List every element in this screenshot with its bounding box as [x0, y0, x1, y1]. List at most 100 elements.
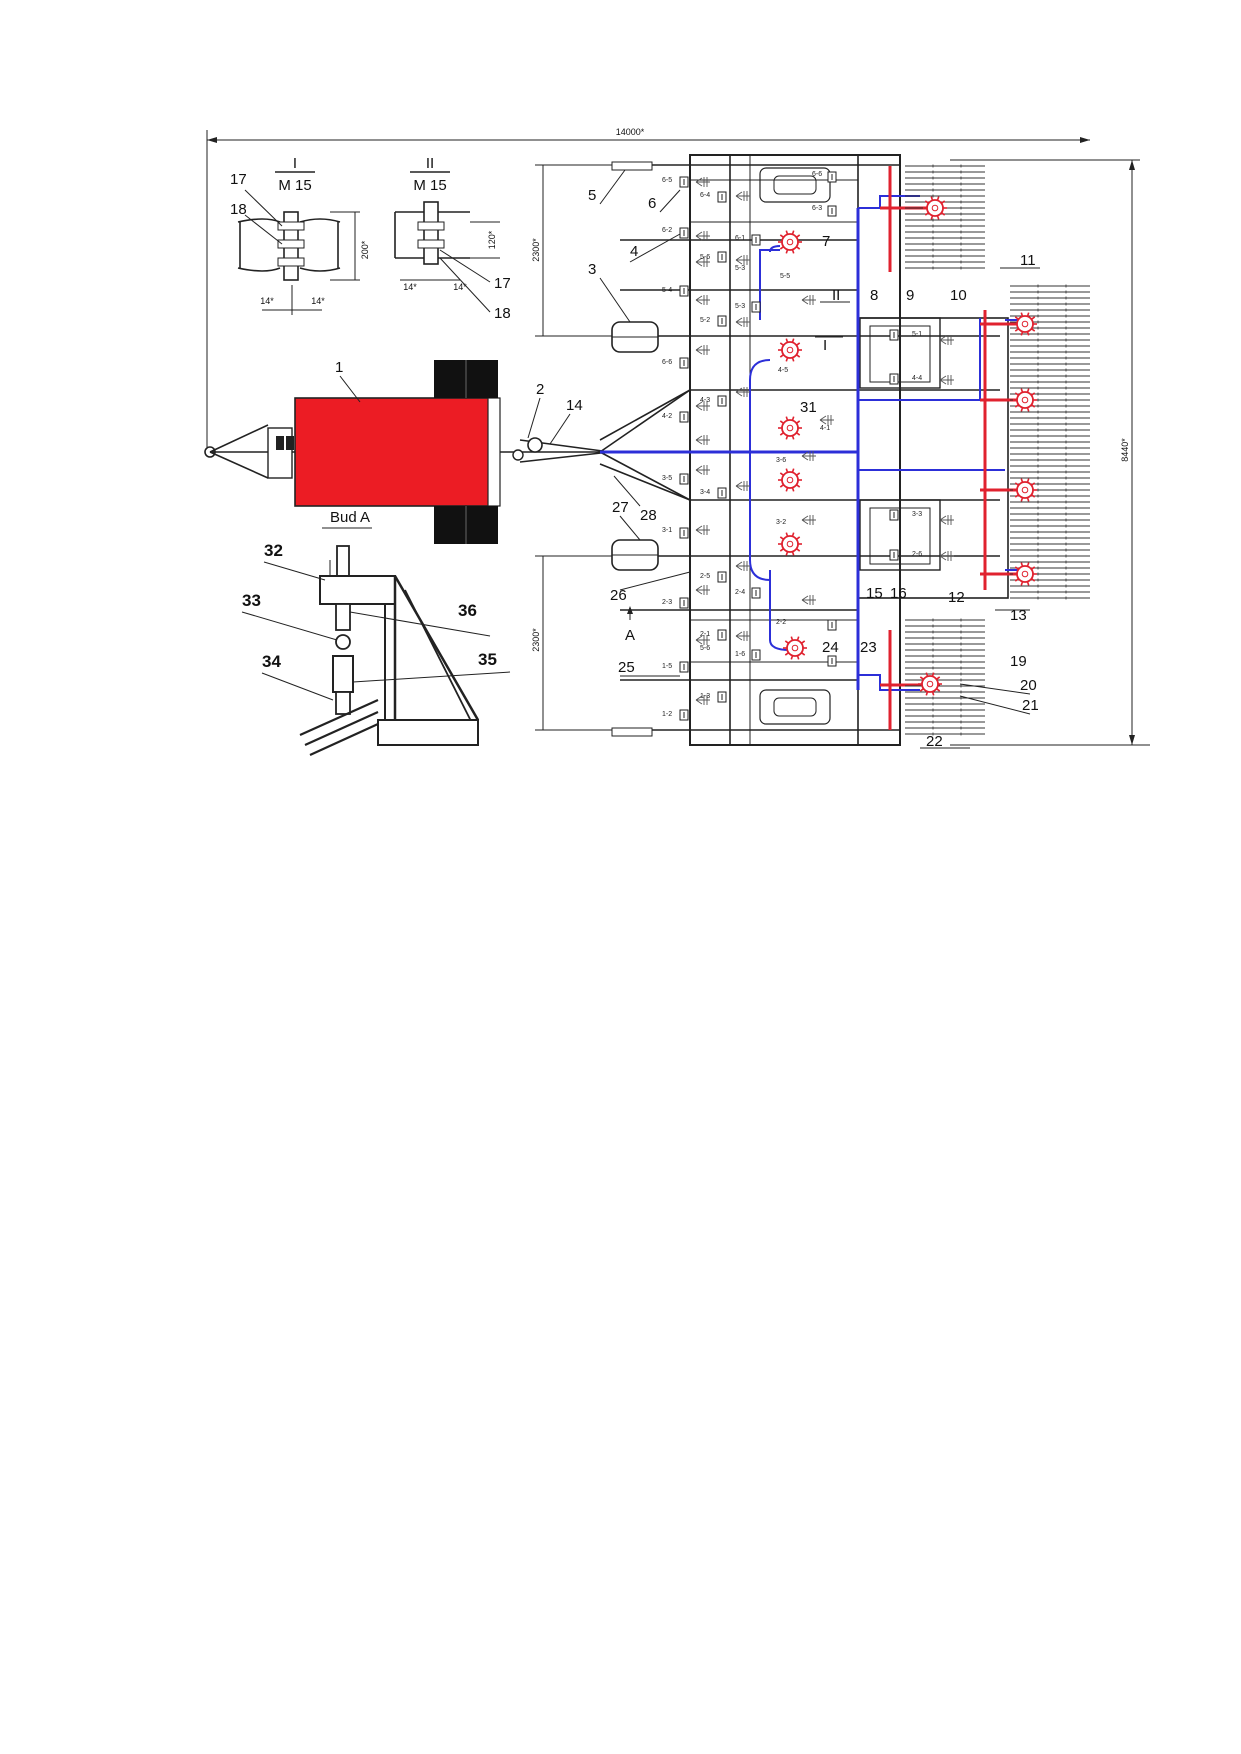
rotor-tooth [779, 472, 784, 476]
callout-6: 6 [648, 195, 656, 212]
rotor-hub [786, 346, 794, 354]
callout-11: 11 [1020, 252, 1036, 269]
rotor-tooth [791, 230, 795, 235]
unit-1-3: 1-3 [700, 693, 710, 700]
rotor-tooth [1020, 478, 1024, 483]
section-I-numeral: I [293, 155, 297, 172]
unit-5-6b: 5-6 [700, 645, 710, 652]
rotor-tooth [936, 688, 941, 692]
tool-arrow-icon [801, 451, 816, 461]
rotor-tooth [785, 487, 789, 492]
rotor-tooth [1020, 388, 1024, 393]
callout-10: 10 [950, 287, 967, 304]
callout-1: 1 [335, 359, 343, 376]
rotor-tooth [796, 472, 801, 476]
unit-4-2: 4-2 [662, 413, 672, 420]
rotor-tooth [1014, 316, 1019, 320]
rotor-tooth [785, 468, 789, 473]
callout-24: 24 [822, 639, 839, 656]
rotor-tooth [1014, 392, 1019, 396]
callout-3: 3 [588, 261, 596, 278]
rotor-tooth [784, 652, 789, 656]
rotor-tooth [919, 688, 924, 692]
rotor-tooth [779, 246, 784, 250]
seed-tines [905, 164, 1090, 736]
unit-2-2: 2-2 [776, 619, 786, 626]
rotor-tooth [785, 357, 789, 362]
rotor-tooth [1014, 404, 1019, 408]
rotor-hub [786, 476, 794, 484]
tool-arrow-icon [695, 345, 710, 355]
rotor-tooth [791, 551, 795, 556]
rotary-distributor-icon [781, 535, 799, 553]
callout-22: 22 [926, 733, 943, 750]
rotor-tooth [1031, 316, 1036, 320]
unit-5-5: 5-5 [780, 273, 790, 280]
rotor-tooth [936, 676, 941, 680]
length-label: 14000* [616, 127, 645, 137]
tool-arrow-icon [801, 295, 816, 305]
rotor-tooth [1020, 497, 1024, 502]
rotary-distributor-icon [781, 471, 799, 489]
tool-arrow-icon [819, 415, 834, 425]
rotor-tooth [791, 338, 795, 343]
unit-6-5: 6-5 [662, 177, 672, 184]
rotor-tooth [931, 672, 935, 677]
rotor-tooth [1014, 566, 1019, 570]
frame-wheels [611, 161, 659, 737]
rotor-tooth [785, 338, 789, 343]
rotor-tooth [779, 548, 784, 552]
main-frame: II I [620, 154, 1009, 746]
callout-9: 9 [906, 287, 914, 304]
unit-2-1: 2-1 [700, 631, 710, 638]
rotor-tooth [796, 234, 801, 238]
unit-4-3: 4-3 [700, 397, 710, 404]
tool-arrow-icon [695, 231, 710, 241]
unit-3-4: 3-4 [700, 489, 710, 496]
tool-arrow-icon [695, 435, 710, 445]
rotor-tooth [785, 551, 789, 556]
unit-5-6: 5-6 [700, 254, 710, 261]
tool-arrow-icon [735, 317, 750, 327]
rotor-tooth [796, 420, 801, 424]
rotor-tooth [941, 212, 946, 216]
rotor-tooth [801, 640, 806, 644]
rotor-hub [1021, 396, 1029, 404]
rotor-tooth [1031, 566, 1036, 570]
rotary-distributor-icon [1016, 565, 1034, 583]
callout-15: 15 [866, 585, 883, 602]
tool-arrow-icon [735, 561, 750, 571]
rotor-hub [1021, 570, 1029, 578]
unit-3-1: 3-1 [662, 527, 672, 534]
section-marker-I: I [823, 337, 827, 354]
tool-arrow-icon [695, 295, 710, 305]
rotor-tooth [796, 484, 801, 488]
callout-33: 33 [242, 591, 261, 610]
rotary-distributor-icon [1016, 481, 1034, 499]
rotor-tooth [791, 435, 795, 440]
callout-36: 36 [458, 601, 477, 620]
unit-5-3a: 5-3 [735, 303, 745, 310]
callout-13: 13 [1010, 607, 1027, 624]
tool-arrow-icon [939, 375, 954, 385]
rotor-tooth [796, 432, 801, 436]
tool-arrow-icon [695, 585, 710, 595]
rotor-tooth [1014, 482, 1019, 486]
rotor-tooth [791, 468, 795, 473]
hitch-drawbar: 2 14 28 [500, 381, 691, 524]
section-I-scale: M 15 [278, 177, 311, 194]
rotor-tooth [779, 484, 784, 488]
rotor-tooth [936, 196, 940, 201]
unit-3-6: 3-6 [776, 457, 786, 464]
callout-4: 4 [630, 243, 638, 260]
callout-23: 23 [860, 639, 877, 656]
tool-arrow-icon [939, 335, 954, 345]
lower-span-dimension: 2300* [531, 555, 620, 731]
tool-arrow-icon [735, 481, 750, 491]
callout-27: 27 [612, 499, 629, 516]
rotor-tooth [1026, 331, 1030, 336]
rotor-tooth [1014, 494, 1019, 498]
rotor-tooth [936, 215, 940, 220]
rotor-tooth [791, 249, 795, 254]
section-I-detail: I M 15 200* 14* 14* 17 18 [230, 155, 370, 315]
